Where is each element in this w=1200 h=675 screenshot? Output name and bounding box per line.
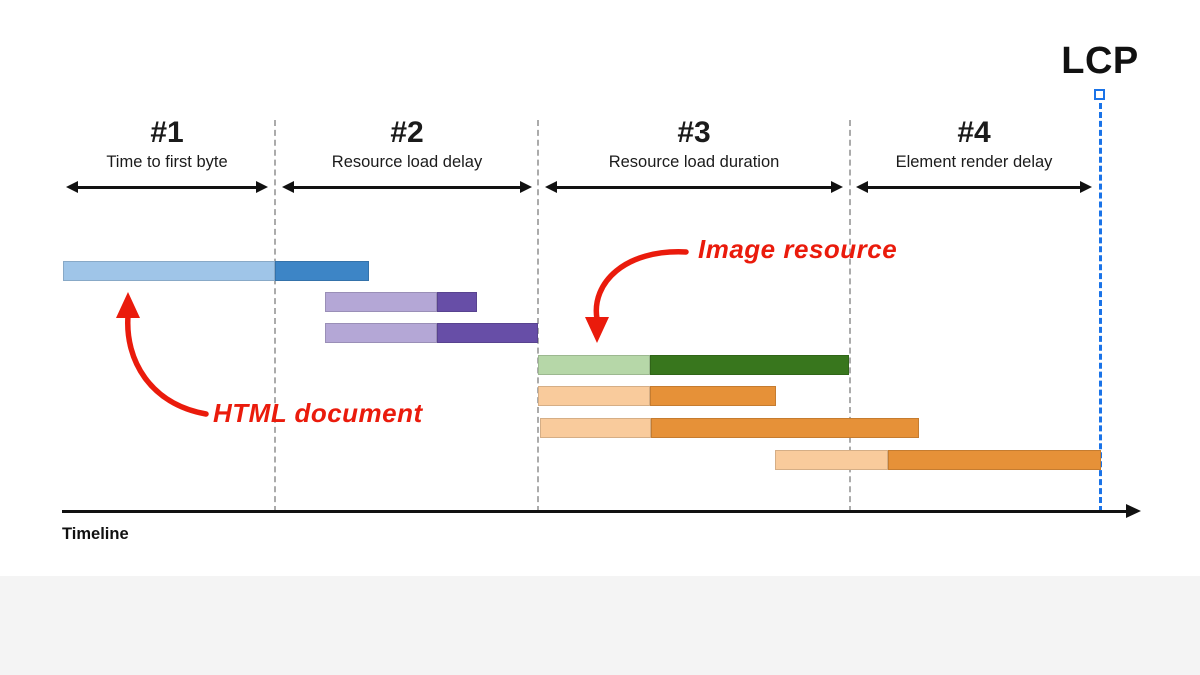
arrowhead-right-icon: [520, 181, 532, 193]
stylesheet-1-bar-light: [325, 292, 437, 312]
legend-band: DocumentStylesheetScriptImage: [0, 576, 1200, 675]
section-label: Time to first byte: [106, 153, 228, 171]
image-resource-arrow-icon: [585, 249, 689, 343]
section-divider: [274, 120, 276, 512]
timeline-axis: [62, 510, 1128, 513]
lcp-title: LCP: [1061, 40, 1139, 82]
script-1-bar-light: [538, 386, 650, 406]
script-2-bar-light: [540, 418, 651, 438]
timeline-axis-arrowhead-icon: [1126, 504, 1141, 518]
document-1-bar-light: [63, 261, 275, 281]
range-arrow: [282, 181, 532, 193]
section-label: Resource load delay: [331, 153, 483, 171]
timeline-label: Timeline: [62, 525, 129, 543]
range-arrow: [66, 181, 268, 193]
image-resource-annotation: Image resource: [698, 234, 898, 264]
arrowhead-left-icon: [66, 181, 78, 193]
script-3-bar-light: [775, 450, 888, 470]
html-document-arrow-icon: [116, 292, 209, 417]
arrowhead-right-icon: [1080, 181, 1092, 193]
lcp-marker-icon: [1094, 89, 1105, 100]
range-arrow: [545, 181, 843, 193]
arrowhead-left-icon: [545, 181, 557, 193]
range-arrow: [856, 181, 1092, 193]
script-2-bar-dark: [651, 418, 919, 438]
section-number: #4: [957, 116, 991, 149]
section-number: #2: [390, 116, 424, 149]
stylesheet-2-bar-light: [325, 323, 437, 343]
section-label: Element render delay: [895, 153, 1053, 171]
stylesheet-1-bar-dark: [437, 292, 477, 312]
lcp-dashed-line: [1098, 103, 1102, 512]
arrowhead-right-icon: [831, 181, 843, 193]
section-divider: [849, 120, 851, 512]
section-divider: [537, 120, 539, 512]
arrowhead-right-icon: [256, 181, 268, 193]
arrowhead-left-icon: [282, 181, 294, 193]
section-label: Resource load duration: [608, 153, 780, 171]
document-1-bar-dark: [275, 261, 369, 281]
stylesheet-2-bar-dark: [437, 323, 538, 343]
script-3-bar-dark: [888, 450, 1101, 470]
image-1-bar-light: [538, 355, 650, 375]
image-1-bar-dark: [650, 355, 849, 375]
arrowhead-left-icon: [856, 181, 868, 193]
script-1-bar-dark: [650, 386, 776, 406]
section-number: #1: [150, 116, 184, 149]
html-document-annotation: HTML document: [213, 398, 423, 428]
section-number: #3: [677, 116, 711, 149]
